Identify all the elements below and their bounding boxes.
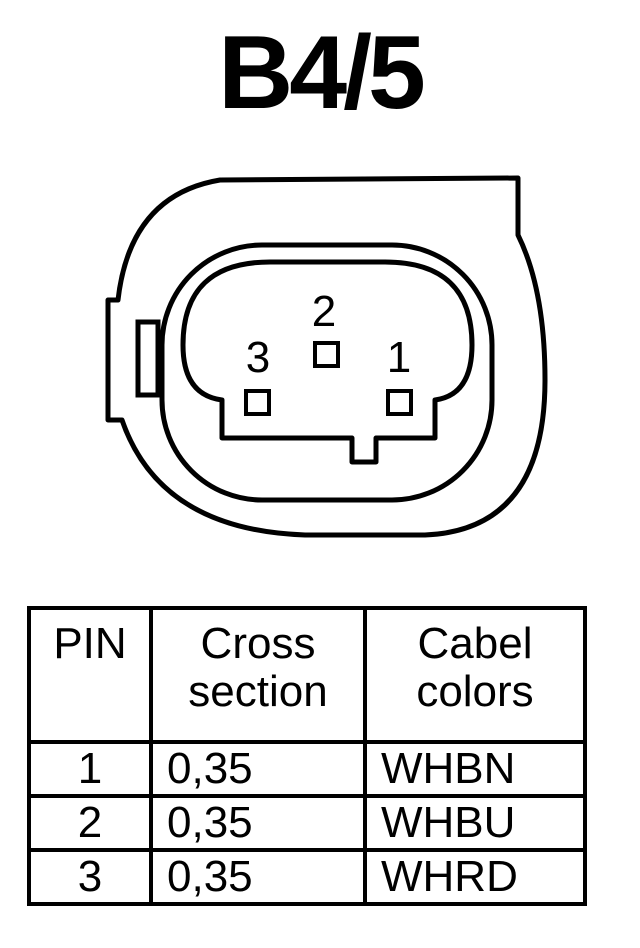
connector-diagram: 2 3 1 [105, 175, 548, 538]
pin-2-contact [313, 341, 340, 368]
header-pin: PIN [27, 606, 153, 744]
cable-color-value: WHRD [363, 848, 587, 906]
connector-latch [135, 319, 161, 398]
header-cross-section: Cross section [149, 606, 367, 744]
table-row: 3 0,35 WHRD [27, 848, 587, 906]
connector-housing-outer [105, 175, 548, 538]
cross-section-value: 0,35 [149, 794, 367, 852]
pin-number: 1 [27, 740, 153, 798]
cross-section-value: 0,35 [149, 740, 367, 798]
pin-number: 2 [27, 794, 153, 852]
pin-label-1: 1 [387, 333, 411, 382]
pin-3-contact [244, 389, 271, 416]
pin-label-3: 3 [246, 333, 270, 382]
connector-pin-cavity [180, 259, 475, 465]
table-header-row: PIN Cross section Cabel colors [27, 606, 587, 744]
connector-title: B4/5 [218, 15, 426, 131]
pin-label-2: 2 [312, 287, 336, 336]
pin-1-contact [386, 389, 413, 416]
pin-number: 3 [27, 848, 153, 906]
cable-color-value: WHBN [363, 740, 587, 798]
pin-assignment-table: PIN Cross section Cabel colors 1 0,35 WH… [27, 606, 587, 906]
table-row: 1 0,35 WHBN [27, 740, 587, 798]
table-row: 2 0,35 WHBU [27, 794, 587, 852]
cross-section-value: 0,35 [149, 848, 367, 906]
header-cable-colors: Cabel colors [363, 606, 587, 744]
cable-color-value: WHBU [363, 794, 587, 852]
connector-inner-ring [159, 242, 495, 503]
